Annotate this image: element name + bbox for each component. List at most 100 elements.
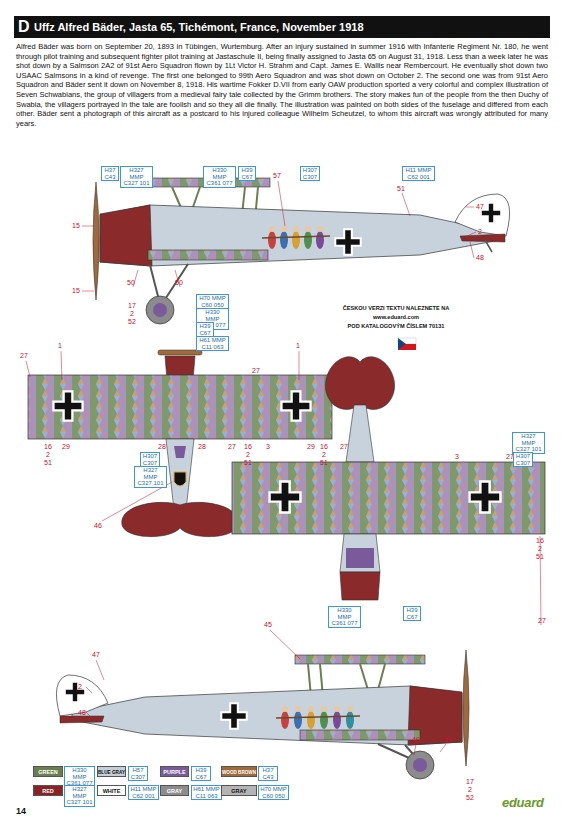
drawing-path [93,182,99,300]
color-name: WHITE [103,788,121,794]
drawing-use [470,482,501,513]
drawing-path [100,205,500,266]
drawing-ellipse [280,231,288,249]
drawing-rect [14,16,550,38]
page-number: 14 [16,806,26,816]
paint-code: H307 C307 [300,166,320,181]
color-swatch: PURPLE [160,766,189,777]
callout-number: 15 [72,222,80,230]
paint-code: H57 C307 [128,766,148,781]
drawing-use [335,229,360,254]
paint-code: H37 C43 [101,166,119,181]
callout-number: 16 [244,443,252,451]
drawing-line [278,181,285,226]
drawing-path [340,534,380,572]
color-swatch: WHITE [97,785,126,796]
callout-number: 15 [72,287,80,295]
drawing-circle [269,226,275,232]
paint-code: H70 MMP C60 050 [196,294,229,309]
drawing-path [174,472,186,486]
drawing-use [281,391,310,420]
drawing-line [360,664,368,690]
drawing-line [465,232,476,237]
drawing-ellipse [307,711,315,729]
drawing-line [299,351,300,380]
paint-code: H330 MMP C361 077 [328,606,361,628]
callout-number: 47 [476,203,484,211]
paint-code: H70 MMP C60 050 [258,785,289,800]
color-swatch: WOOD BROWN [221,766,257,777]
drawing-path [122,502,239,536]
color-swatch: RED [33,785,63,796]
drawing-line [378,664,385,690]
drawing-rect [300,730,420,740]
villagers-artwork [262,226,330,249]
drawing-circle [406,751,434,779]
paint-code: H327 MMP C327 101 [120,166,153,188]
drawing-rect [148,250,268,260]
eduard-logo: eduard [502,795,544,810]
paint-code: H37 C43 [258,766,278,781]
callout-number: 51 [536,553,544,561]
drawing-circle [347,706,353,712]
side-view-right [93,178,510,324]
callout-number: 51 [244,459,252,467]
drawing-circle [308,706,314,712]
color-name: GRAY [167,788,182,794]
callout-number: 46 [94,522,102,530]
villagers-artwork [276,706,360,729]
drawing-line [414,744,416,755]
callout-number: 45 [264,621,272,629]
color-swatch: GREEN [33,766,63,777]
drawing-line [276,716,360,718]
callout-number: 52 [466,794,474,802]
drawing-circle [281,226,287,232]
paint-code: H39 C67 [238,166,256,181]
callout-number: 29 [62,443,70,451]
drawing-ellipse [304,231,312,249]
drawing-circle [146,296,174,324]
profile-letter: D [18,18,30,36]
czech-note: www.eduard.com [336,314,456,321]
drawing-ellipse [316,231,324,249]
drawing-line [82,226,94,227]
drawing-path [60,716,104,723]
drawing-line [102,482,172,521]
callout-number: 48 [78,709,86,717]
callout-number: 52 [128,318,136,326]
drawing-line [470,242,474,258]
callout-number: 16 [44,443,52,451]
callout-number: 17 [128,302,136,310]
drawing-rect [232,462,545,534]
callout-number: 16 [536,537,544,545]
callout-number: 51 [397,185,405,193]
callout-number: 27 [340,443,348,451]
side-view-left [56,650,469,779]
callout-number: 29 [307,443,315,451]
drawing-rect [28,375,332,439]
drawing-path [460,234,505,242]
drawing-use [221,703,246,728]
top-view [28,350,332,537]
czech-note: ČESKOU VERZI TEXTU NALEZNETE NA [336,305,456,312]
color-name: GRAY [231,788,246,794]
drawing-use [53,391,82,420]
paint-code: H11 MMP C62 001 [402,166,435,181]
callout-number: 2 [538,545,542,553]
drawing-line [466,207,474,208]
drawing-ellipse [281,711,289,729]
paint-code: H61 MMP C11 063 [196,336,229,351]
czech-flag [398,338,416,350]
callout-number: 49 [412,736,420,744]
callout-number: 2 [130,310,134,318]
paint-code: H11 MMP C62 001 [128,785,159,800]
callout-number: 57 [273,172,281,180]
history-text: Alfred Bäder was born on September 20, 1… [16,42,548,128]
drawing-line [82,291,94,292]
callout-number: 27 [506,453,514,461]
drawing-ellipse [346,711,354,729]
callout-number: 27 [538,617,546,625]
drawing-path [166,439,194,510]
